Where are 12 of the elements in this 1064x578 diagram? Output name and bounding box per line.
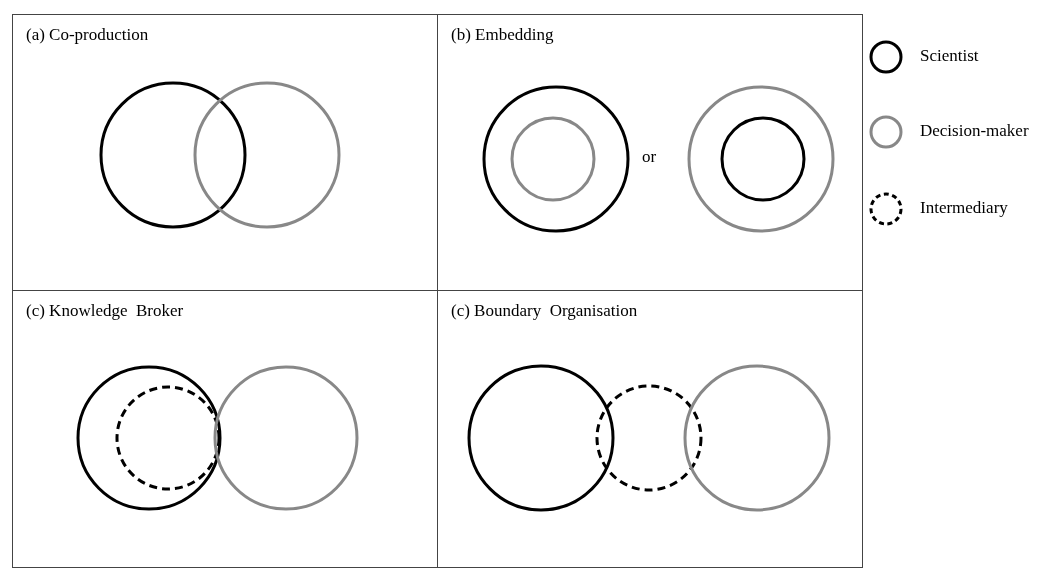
panel-title: (c) Boundary Organisation <box>451 301 638 321</box>
panel-title: (b) Embedding <box>451 25 554 45</box>
legend-label: Decision-maker <box>920 121 1029 141</box>
panel-frame <box>437 290 863 568</box>
panel-title: (a) Co-production <box>26 25 149 45</box>
connective-text: or <box>642 147 657 167</box>
panel-frame <box>12 14 438 291</box>
panel-title: (c) Knowledge Broker <box>26 301 184 321</box>
panel-frame <box>12 290 438 568</box>
legend-label: Intermediary <box>920 198 1008 218</box>
legend-label: Scientist <box>920 46 979 66</box>
panel-frame <box>437 14 863 291</box>
